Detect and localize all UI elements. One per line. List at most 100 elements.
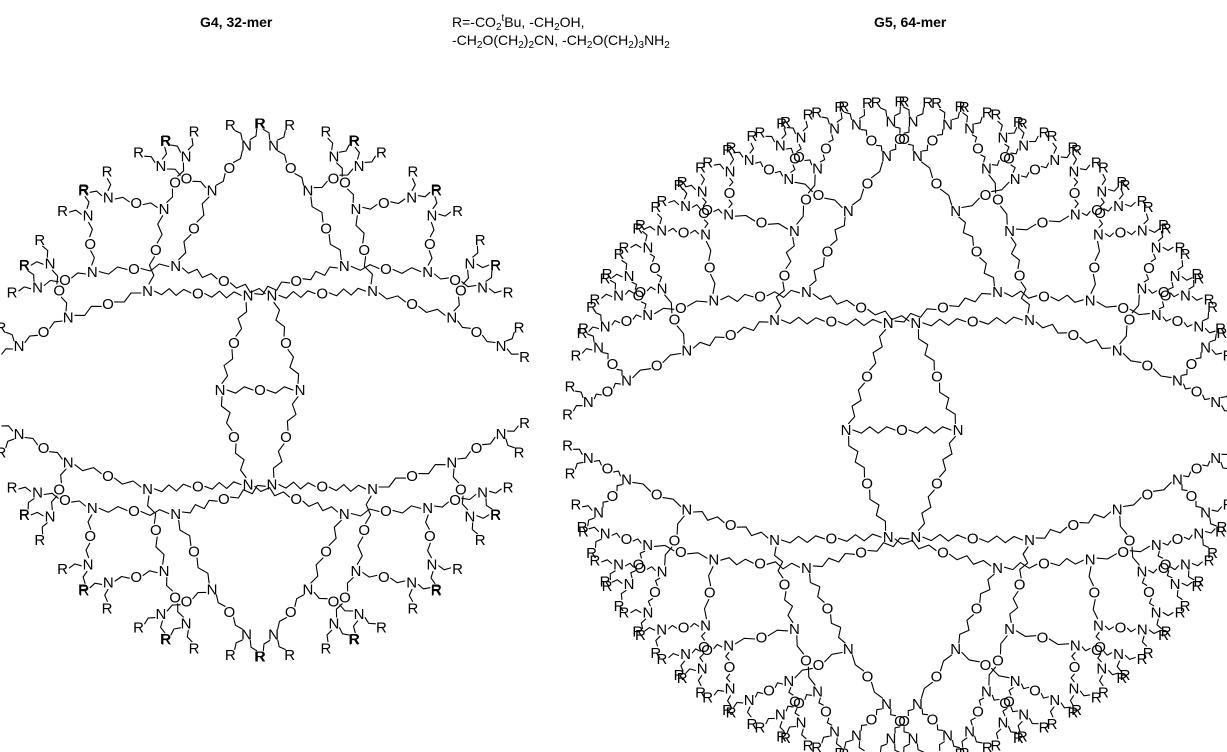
oxygen-atom: O: [675, 300, 687, 317]
bond-chain: [392, 505, 422, 514]
bond-chain: [612, 470, 621, 477]
oxygen-atom: O: [150, 242, 162, 259]
bond-chain: [858, 741, 865, 752]
bond-chain: [277, 129, 286, 141]
oxygen-atom: O: [1186, 488, 1198, 505]
bond-chain: [727, 695, 732, 707]
nitrogen-atom: N: [1137, 222, 1148, 239]
legend-subscript: 2: [664, 40, 670, 51]
nitrogen-atom: N: [829, 724, 840, 741]
bond-chain: [1050, 294, 1084, 303]
bond-chain: [971, 134, 978, 143]
bond-chain: [302, 500, 339, 513]
bond-chain: [894, 106, 901, 117]
bond-chain: [1019, 546, 1029, 579]
oxygen-atom: O: [1158, 284, 1170, 301]
r-group-label: R: [102, 600, 113, 617]
bond-chain: [49, 320, 63, 329]
r-group-label: R: [19, 507, 30, 524]
oxygen-atom: O: [931, 476, 943, 493]
bond-chain: [736, 321, 769, 334]
bond-chain: [364, 617, 376, 625]
bond-chain: [346, 577, 354, 592]
oxygen-atom: O: [756, 215, 768, 232]
nitrogen-atom: N: [406, 190, 417, 207]
oxygen-atom: O: [378, 195, 390, 212]
nitrogen-atom: N: [801, 560, 812, 577]
oxygen-atom: O: [980, 657, 992, 674]
bond-chain: [1181, 368, 1188, 376]
nitrogen-atom: N: [851, 117, 862, 134]
r-group-label: R: [348, 632, 359, 649]
bond-chain: [1050, 557, 1084, 567]
oxygen-atom: O: [898, 713, 910, 730]
r-group-label: R: [1207, 299, 1218, 316]
r-group-label: R: [284, 117, 295, 134]
bond-chain: [979, 535, 1024, 544]
oxygen-atom: O: [130, 569, 142, 586]
bond-chain: [327, 137, 334, 151]
bond-chain: [620, 589, 627, 601]
oxygen-atom: O: [763, 682, 775, 699]
nitrogen-atom: N: [1018, 707, 1029, 724]
bond-chain: [1221, 405, 1227, 412]
bond-chain: [1098, 219, 1104, 229]
bond-chain: [1156, 618, 1162, 630]
bond-chain: [1029, 717, 1039, 725]
oxygen-atom: O: [763, 162, 775, 179]
r-group-label: R: [577, 325, 588, 342]
nitrogen-atom: N: [621, 471, 632, 488]
r-group-label: R: [519, 415, 530, 432]
oxygen-atom: O: [316, 285, 328, 302]
bond-chain: [1195, 352, 1202, 360]
bond-chain: [27, 270, 35, 282]
nitrogen-atom: N: [964, 724, 975, 741]
bond-chain: [170, 627, 182, 636]
bond-chain: [781, 128, 787, 139]
bond-chain: [644, 627, 656, 632]
bond-chain: [879, 743, 888, 752]
oxygen-atom: O: [602, 461, 614, 478]
nitrogen-atom: N: [1049, 152, 1060, 169]
oxygen-atom: O: [789, 694, 801, 711]
bond-chain: [506, 425, 519, 432]
bond-chain: [809, 573, 825, 603]
r-group-label: R: [811, 740, 822, 752]
nitrogen-atom: N: [769, 312, 780, 329]
legend-subscript: 2: [495, 22, 502, 33]
bond-chain: [903, 126, 910, 134]
bond-chain: [27, 498, 35, 510]
bond-chain: [235, 301, 248, 337]
r-group-label: R: [1039, 125, 1050, 142]
bond-chain: [774, 682, 784, 688]
bond-chain: [476, 514, 490, 519]
bond-chain: [588, 326, 600, 332]
r-group-label: R: [376, 145, 387, 162]
nitrogen-atom: N: [1200, 339, 1211, 356]
bond-chain: [916, 743, 925, 752]
bond-chain: [917, 489, 935, 531]
bond-chain: [664, 294, 673, 314]
oxygen-atom: O: [927, 132, 939, 149]
nitrogen-atom: N: [801, 284, 812, 301]
bond-chain: [801, 728, 807, 740]
bond-chain: [215, 594, 226, 607]
bond-chain: [1094, 240, 1101, 262]
bond-chain: [692, 511, 725, 524]
r-group-label: R: [1067, 705, 1078, 722]
oxygen-atom: O: [972, 140, 984, 157]
oxygen-atom: O: [285, 160, 297, 177]
bond-chain: [859, 108, 866, 119]
bond-chain: [685, 184, 696, 191]
bond-chain: [644, 225, 656, 231]
legend-text: Bu, -CH: [504, 14, 555, 30]
oxygen-atom: O: [1124, 533, 1136, 550]
bond-chain: [1079, 336, 1112, 349]
bond-chain: [890, 143, 897, 152]
legend-text: O(CH: [592, 32, 629, 48]
bond-chain: [144, 617, 156, 625]
nitrogen-atom: N: [406, 574, 417, 591]
bond-chain: [980, 154, 986, 163]
nitrogen-atom: N: [83, 207, 94, 224]
bond-chain: [178, 519, 192, 546]
